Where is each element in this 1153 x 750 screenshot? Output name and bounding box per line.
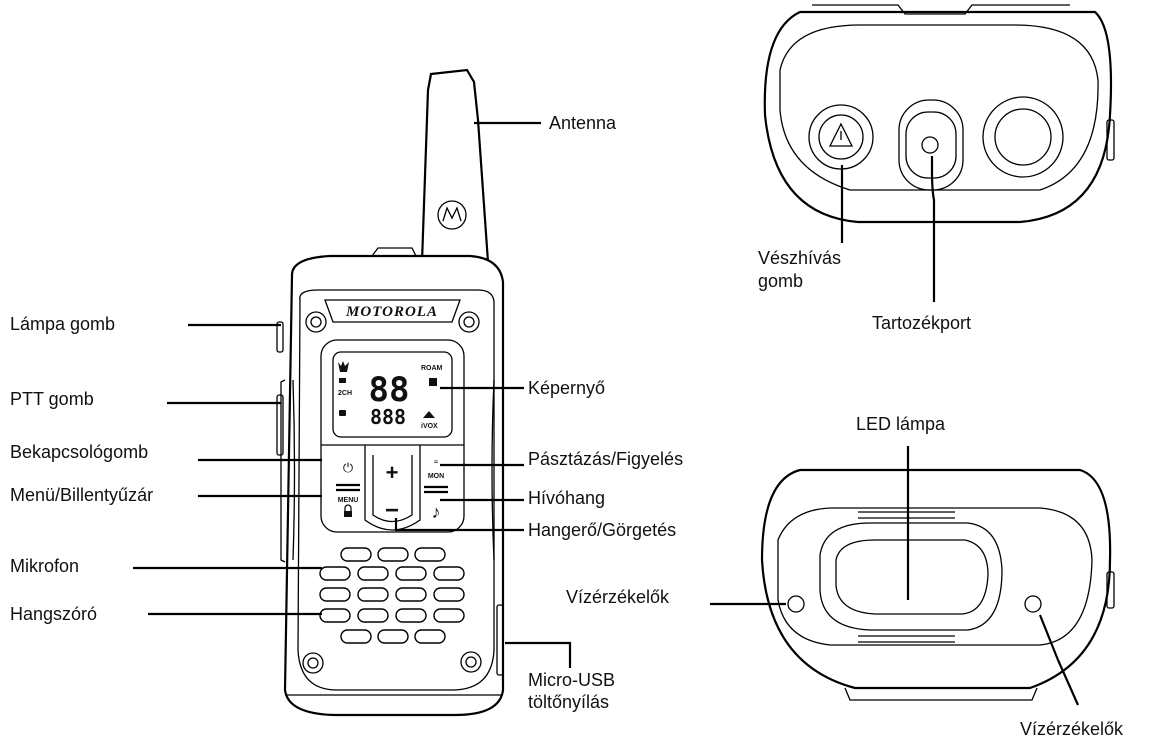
label-water-sensors-right: Vízérzékelők <box>1020 719 1124 739</box>
label-antenna: Antenna <box>549 113 617 133</box>
lcd-channel-digits: 88 <box>369 370 410 410</box>
label-micro-usb-2: töltőnyílás <box>528 692 609 712</box>
label-menu-keylock: Menü/Billentyűzár <box>10 485 153 505</box>
screw-tl <box>305 311 327 333</box>
music-note-icon[interactable]: ♪ <box>432 502 441 522</box>
label-lamp-button: Lámpa gomb <box>10 314 115 334</box>
screw-tr <box>458 311 480 333</box>
water-sensor-left <box>787 595 805 613</box>
label-microphone: Mikrofon <box>10 556 79 576</box>
motorola-logo-icon <box>437 200 467 230</box>
water-sensor-right <box>1024 595 1042 613</box>
lock-icon <box>344 504 352 517</box>
volume-down-key[interactable]: − <box>385 497 399 524</box>
menu-key[interactable]: MENU <box>338 497 359 504</box>
svg-text:≈: ≈ <box>434 459 438 466</box>
label-speaker: Hangszóró <box>10 604 97 624</box>
label-ptt-button: PTT gomb <box>10 389 94 409</box>
label-power-button: Bekapcsológomb <box>10 442 148 462</box>
label-water-sensors-left: Vízérzékelők <box>566 587 670 607</box>
scan-monitor-key[interactable]: MON <box>428 473 444 480</box>
label-micro-usb: Micro-USB <box>528 670 615 690</box>
lcd-screen <box>332 351 453 438</box>
label-emergency-button-2: gomb <box>758 271 803 291</box>
top-view <box>763 4 1115 224</box>
lcd-code-digits: 888 <box>370 405 406 429</box>
label-call-tone: Hívóhang <box>528 488 605 508</box>
radio-body: MOTOROLA 88 888 2CH iVOX ROAM + − ⏻ MENU… <box>276 247 505 717</box>
label-display: Képernyő <box>528 378 605 398</box>
warning-triangle-icon <box>828 122 854 147</box>
brand-logo: MOTOROLA <box>345 304 438 320</box>
label-accessory-port: Tartozékport <box>872 313 971 333</box>
front-panel <box>320 339 465 533</box>
label-led-lamp: LED lámpa <box>856 414 946 434</box>
speaker-grille <box>319 547 465 644</box>
power-icon[interactable]: ⏻ <box>343 460 353 475</box>
accessory-port <box>898 99 964 191</box>
led-lamp <box>819 522 1003 631</box>
volume-up-key[interactable]: + <box>386 460 399 485</box>
label-emergency-button: Vészhívás <box>758 248 841 268</box>
lcd-roam: ROAM <box>421 365 443 372</box>
screw-br <box>460 651 482 673</box>
bottom-view <box>760 468 1115 701</box>
lcd-ivox: iVOX <box>421 423 438 430</box>
label-scan-monitor: Pásztázás/Figyelés <box>528 449 683 469</box>
lcd-2ch: 2CH <box>338 390 352 397</box>
antenna <box>420 68 490 264</box>
label-volume-scroll: Hangerő/Görgetés <box>528 520 676 540</box>
screw-bl <box>302 652 324 674</box>
